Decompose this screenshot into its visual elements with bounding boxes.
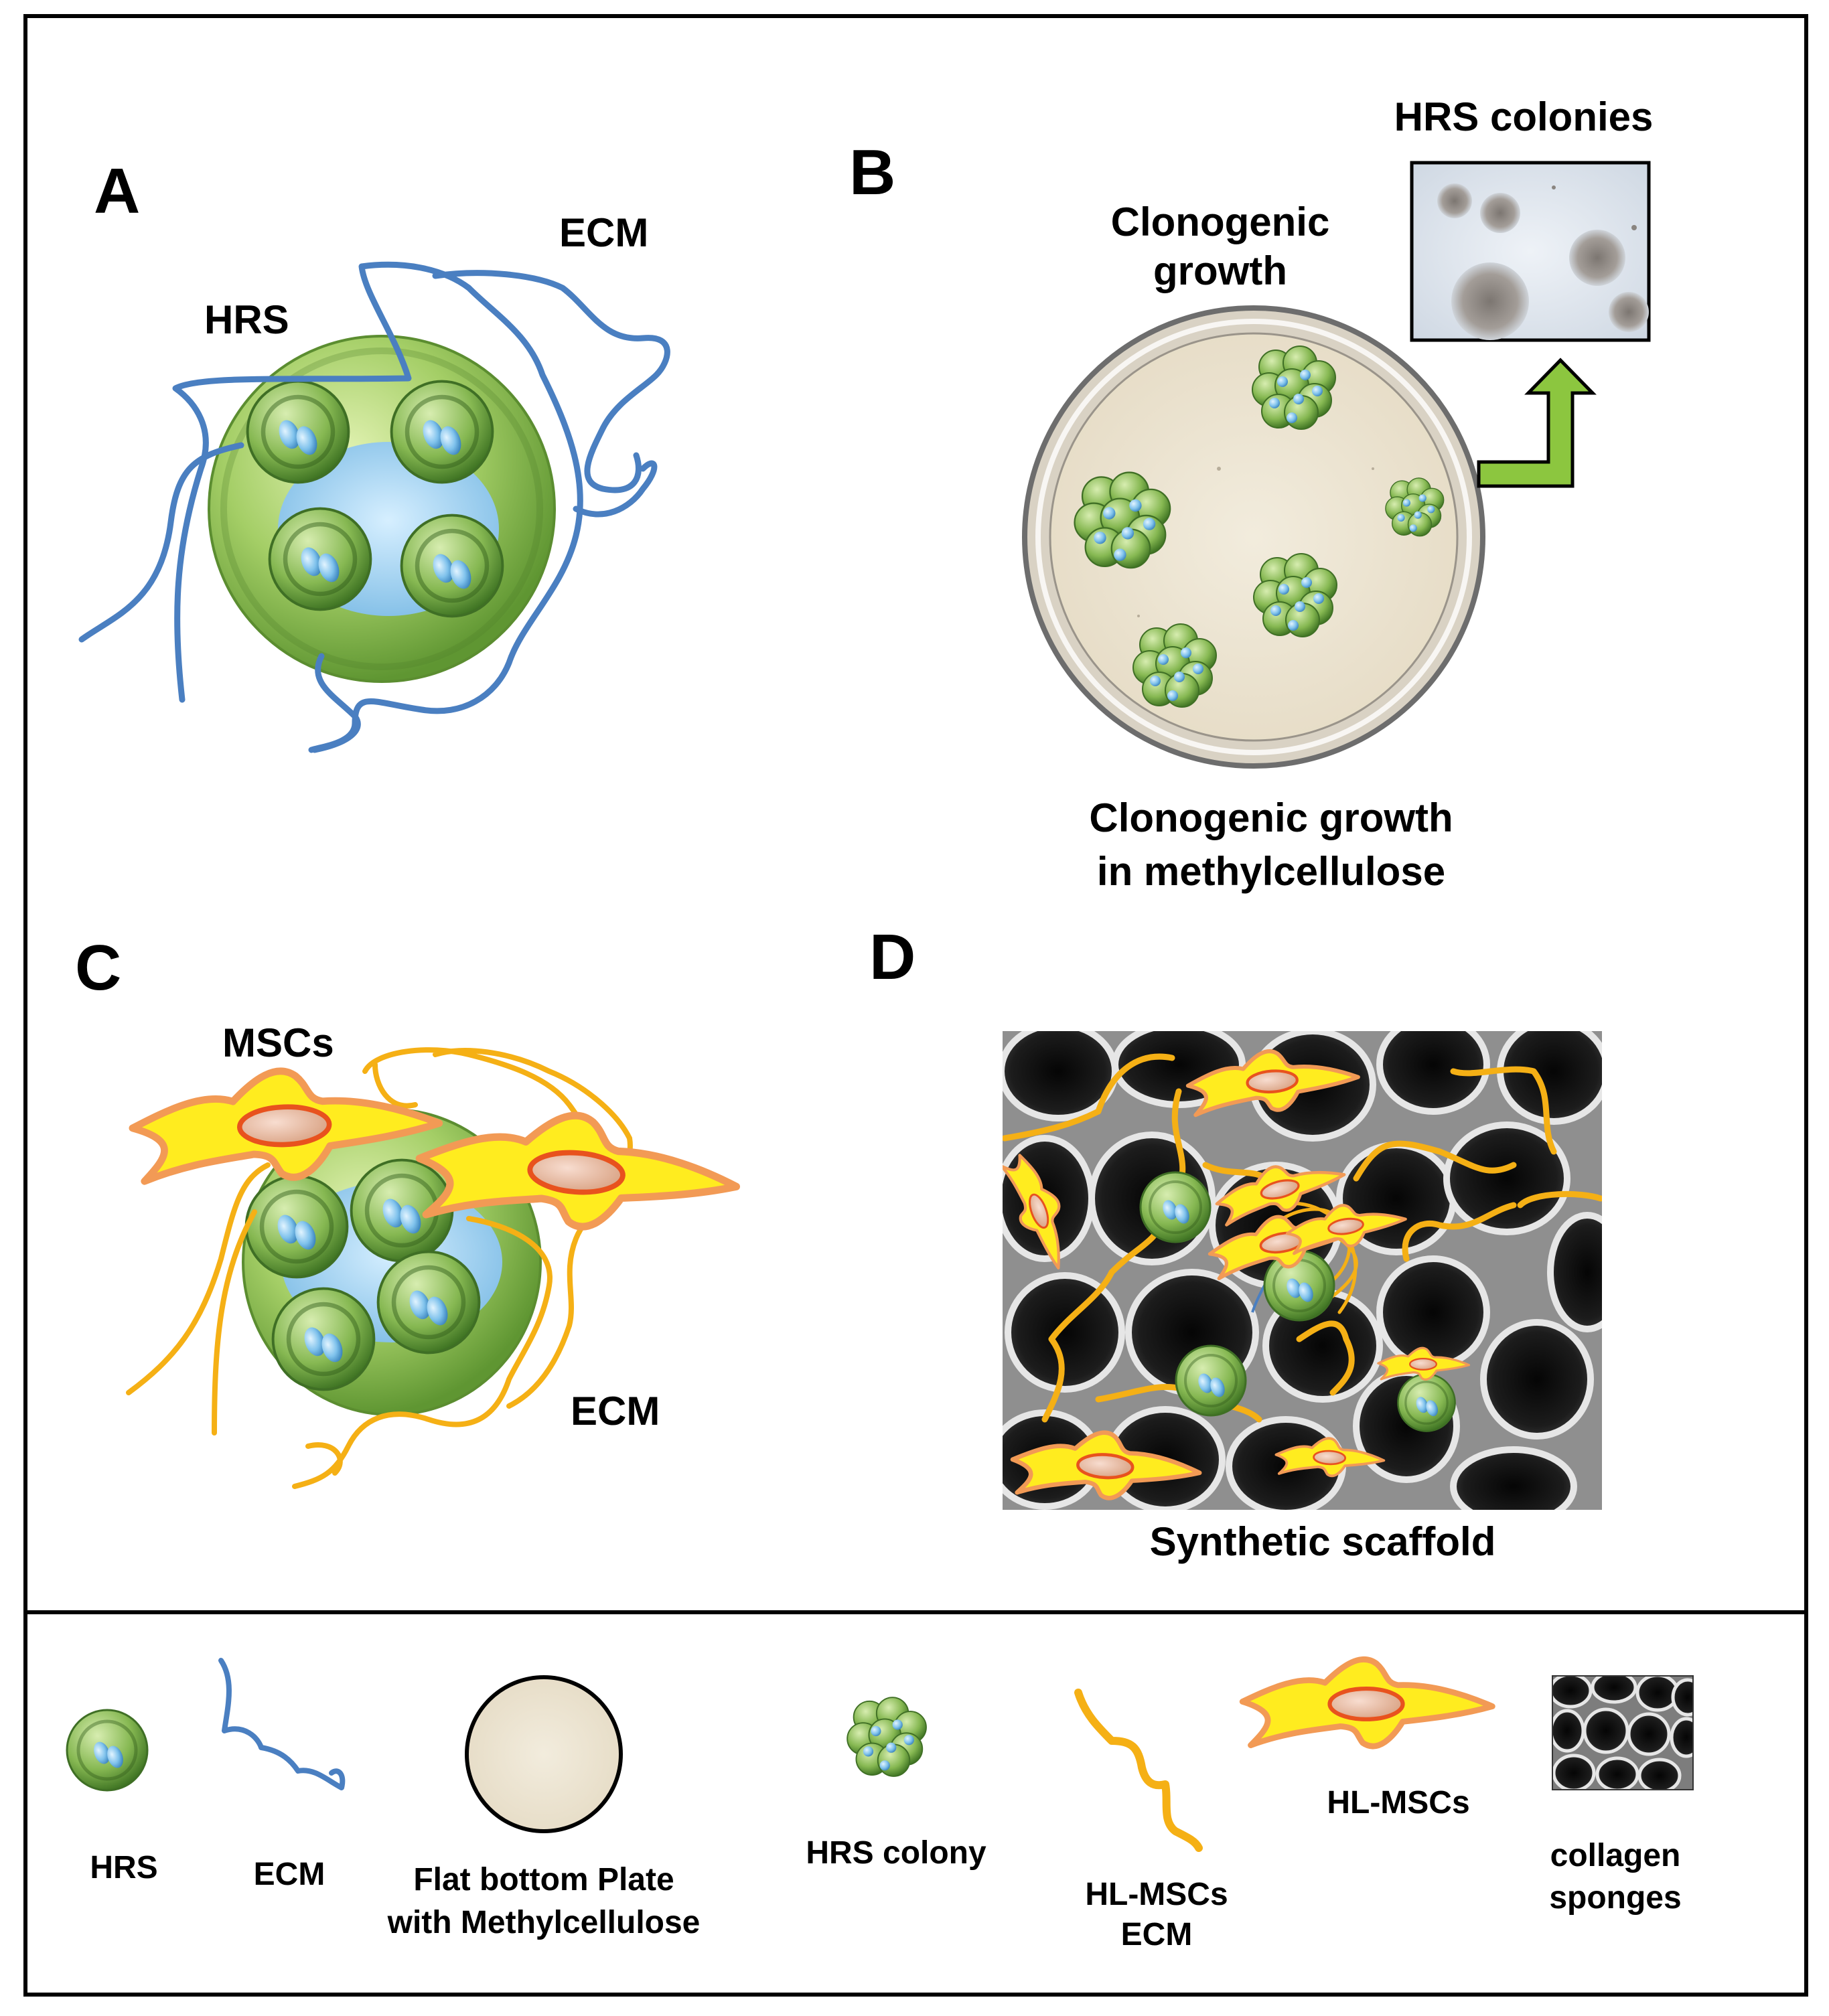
panel-d-letter: D [869,921,916,993]
hrs-colony-icon [847,1697,927,1777]
legend-label-ecm: ECM [254,1857,325,1892]
hrs-cell-icon [66,1709,149,1792]
panel-a-hrs-label: HRS [204,297,289,342]
legend-label-plate-1: Flat bottom Plate [413,1862,674,1897]
panel-b-letter: B [849,137,895,208]
legend-label-hl-mscs: HL-MSCs [1327,1785,1469,1820]
panel-c-ecm-label: ECM [571,1389,660,1433]
legend-item-ecm: ECM [218,1658,346,1892]
legend-item-hl-mscs: HL-MSCs [1242,1659,1492,1820]
collagen-sponge-icon [1552,1676,1693,1790]
scaffold-hrs-cell [1396,1373,1457,1433]
panel-c-msc-label: MSCs [222,1020,334,1065]
legend-item-hrs-colony: HRS colony [806,1697,986,1871]
panel-c-letter: C [75,932,121,1004]
panel-b-inset-title: HRS colonies [1394,94,1654,139]
hrs-colonies-inset [1410,161,1651,342]
legend-label-hrs-colony: HRS colony [806,1835,986,1871]
ecm-fiber [78,261,670,753]
methylcellulose-dish [1022,305,1485,769]
outer-frame [23,14,1808,1997]
scaffold-hrs-cell [1175,1344,1247,1417]
legend-item-msc-ecm: HL-MSCs ECM [1074,1689,1228,1952]
arrow-to-inset [1477,358,1597,488]
panel-d-caption: Synthetic scaffold [1150,1519,1496,1564]
legend-label-plate-2: with Methylcellulose [387,1905,701,1940]
legend-item-hrs: HRS [66,1709,158,1885]
panel-c: C MSCs ECM [75,932,741,1489]
methylcellulose-plate-icon [465,1675,623,1833]
panel-a: A ECM HRS [78,155,670,753]
legend-label-hrs: HRS [90,1850,157,1885]
legend-label-collagen-2: sponges [1549,1880,1681,1916]
scaffold-hrs-cell [1139,1171,1212,1243]
legend-label-msc-ecm-2: ECM [1121,1917,1193,1952]
synthetic-scaffold-image [1003,1031,1602,1510]
panel-a-ecm-label: ECM [559,210,648,255]
hl-msc-ecm-fiber-icon [1074,1689,1203,1852]
panel-b-bottom-caption-1: Clonogenic growth [1089,795,1453,840]
legend: HRS ECM Flat bottom Plate with Methylcel… [66,1658,1694,1952]
hrs-cell-with-ecm [78,261,670,753]
hrs-cell-with-mscs [126,1047,741,1489]
panel-b: B Clonogenic growth HRS colonies [849,94,1653,894]
legend-label-collagen-1: collagen [1550,1838,1681,1873]
panel-b-bottom-caption-2: in methylcellulose [1097,849,1445,894]
legend-item-plate: Flat bottom Plate with Methylcellulose [387,1675,701,1940]
panel-a-letter: A [94,155,140,227]
panel-b-top-caption-1: Clonogenic [1111,200,1330,244]
legend-label-msc-ecm-1: HL-MSCs [1085,1877,1228,1912]
hl-msc-cell-icon [1242,1659,1492,1746]
panel-d: D [869,921,1602,1564]
panel-b-top-caption-2: growth [1153,248,1287,293]
ecm-fiber-icon [218,1658,346,1790]
legend-item-collagen-sponge: collagen sponges [1549,1675,1694,1916]
